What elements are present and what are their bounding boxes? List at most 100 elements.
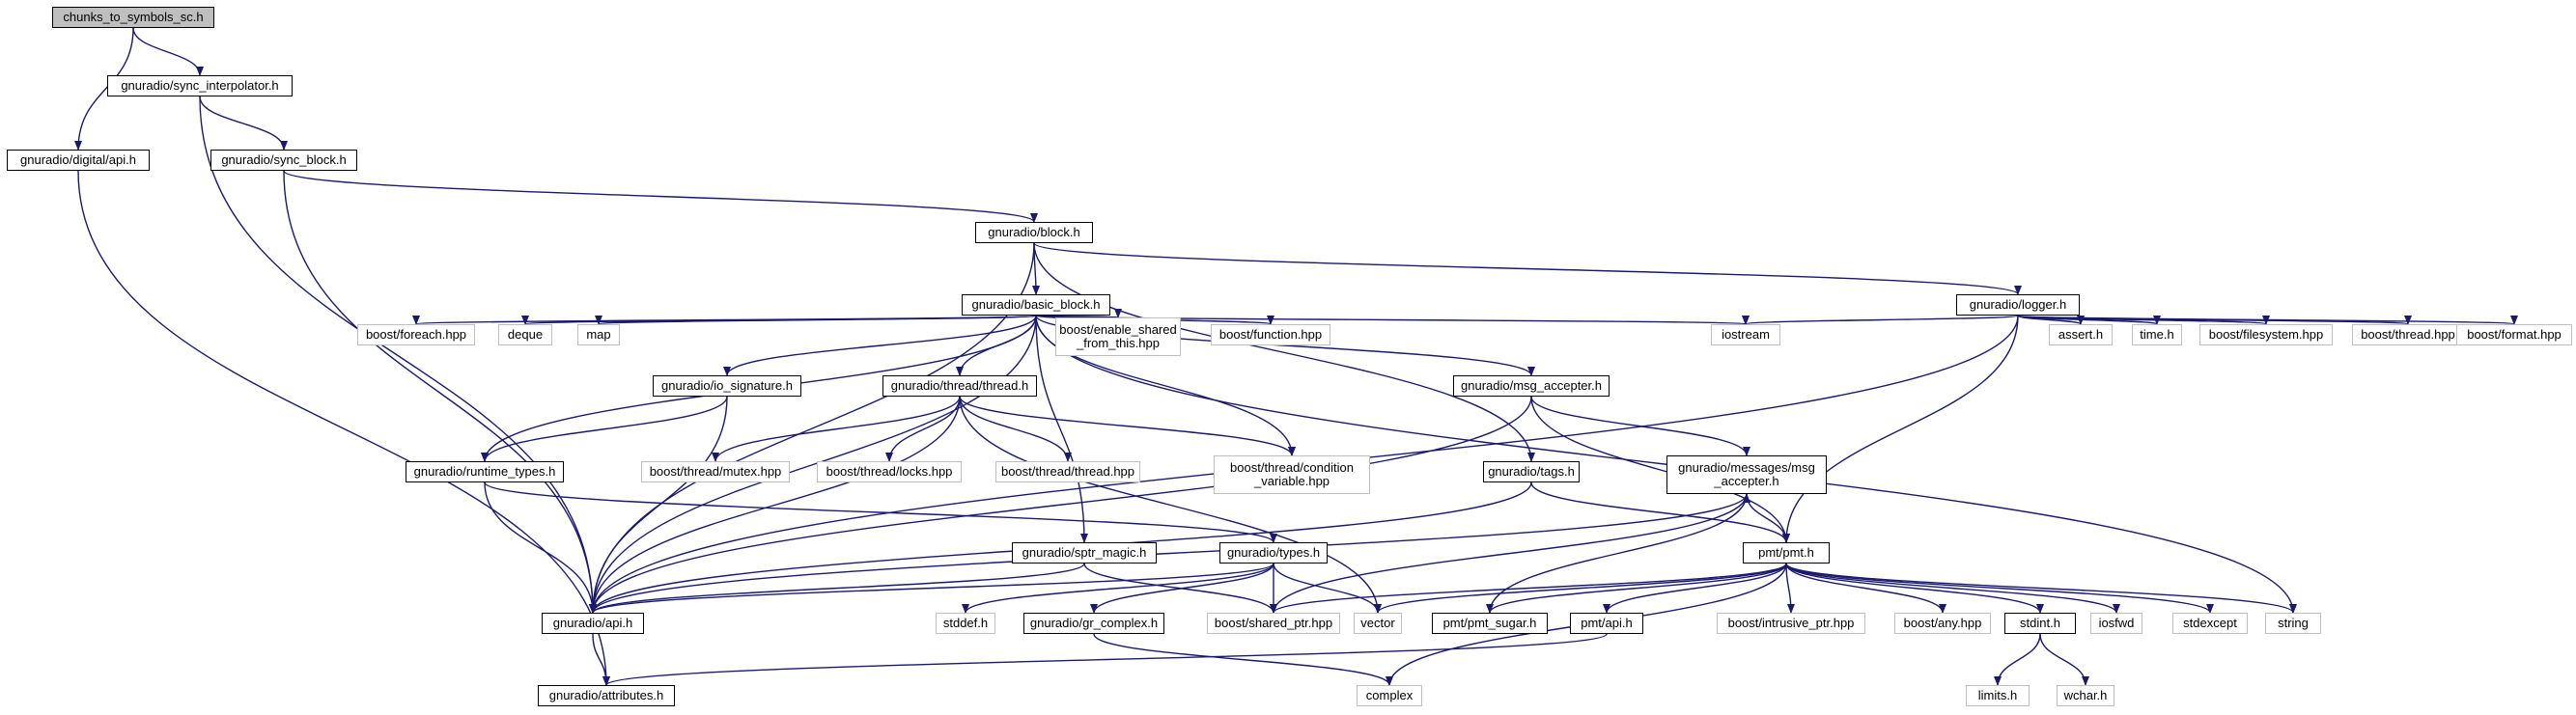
node-label: pmt/api.h bbox=[1581, 616, 1633, 630]
edge-pmt-to-stdexcept bbox=[1785, 563, 2214, 614]
node-label: stdexcept bbox=[2183, 616, 2237, 630]
edge-basic_block-to-map bbox=[595, 315, 1037, 325]
edge-thread_h-to-vector bbox=[959, 396, 1382, 614]
node-assert: assert.h bbox=[2049, 324, 2113, 345]
node-sync-interp[interactable]: gnuradio/sync_interpolator.h bbox=[107, 75, 293, 96]
node-label: gnuradio/gr_complex.h bbox=[1029, 616, 1159, 630]
node-pmt[interactable]: pmt/pmt.h bbox=[1743, 542, 1830, 564]
node-thread-h[interactable]: gnuradio/thread/thread.h bbox=[882, 375, 1037, 397]
node-label: gnuradio/types.h bbox=[1226, 545, 1321, 560]
edge-digital_api-to-attributes bbox=[77, 170, 610, 686]
node-string: string bbox=[2265, 613, 2321, 634]
node-label: boost/thread.hpp bbox=[2361, 327, 2455, 342]
node-label: chunks_to_symbols_sc.h bbox=[63, 10, 204, 24]
node-label: gnuradio/tags.h bbox=[1488, 464, 1575, 479]
edge-pmt-to-vector bbox=[1374, 563, 1787, 614]
edge-pmt_sugar-to-msgs_acc bbox=[1489, 493, 1750, 614]
node-format: boost/format.hpp bbox=[2456, 324, 2572, 345]
node-label: stddef.h bbox=[942, 616, 989, 630]
node-stdint[interactable]: stdint.h bbox=[2004, 613, 2076, 634]
edge-basic_block-to-sptr_magic bbox=[1035, 315, 1088, 543]
node-label: iostream bbox=[1722, 327, 1770, 342]
edge-basic_block-to-io_sig bbox=[723, 315, 1037, 376]
edge-basic_block-to-iostream bbox=[1035, 315, 1749, 325]
node-mutex: boost/thread/mutex.hpp bbox=[641, 461, 790, 482]
edge-thread_h-to-mutex bbox=[712, 396, 961, 462]
node-bthread: boost/thread.hpp bbox=[2352, 324, 2464, 345]
node-label: boost/thread/condition _variable.hpp bbox=[1230, 460, 1354, 488]
edge-io_sig-to-runtime_types bbox=[481, 396, 728, 462]
edge-sptr_magic-to-gr_api bbox=[589, 563, 1085, 614]
node-label: string bbox=[2278, 616, 2309, 630]
edge-pmt-to-pmt_api bbox=[1603, 563, 1787, 614]
node-intrusive: boost/intrusive_ptr.hpp bbox=[1717, 613, 1865, 634]
edge-logger-to-pmt bbox=[1782, 315, 2019, 543]
edge-basic_block-to-gr_api bbox=[589, 315, 1037, 614]
node-label: pmt/pmt_sugar.h bbox=[1442, 616, 1537, 630]
node-any: boost/any.hpp bbox=[1894, 613, 1991, 634]
node-enable-shared: boost/enable_shared _from_this.hpp bbox=[1055, 317, 1181, 356]
node-label: boost/format.hpp bbox=[2467, 327, 2562, 342]
edge-thread_h-to-gr_api bbox=[589, 396, 961, 614]
node-label: iosfwd bbox=[2098, 616, 2135, 630]
node-logger[interactable]: gnuradio/logger.h bbox=[1956, 294, 2080, 316]
edge-tags-to-pmt bbox=[1530, 481, 1790, 543]
node-vector: vector bbox=[1354, 613, 1402, 634]
edge-pmt-to-any bbox=[1785, 563, 1946, 614]
node-label: time.h bbox=[2140, 327, 2174, 342]
node-label: pmt/pmt.h bbox=[1758, 545, 1814, 560]
node-label: gnuradio/runtime_types.h bbox=[413, 464, 556, 479]
node-label: gnuradio/messages/msg _accepter.h bbox=[1678, 460, 1815, 488]
node-gr-api[interactable]: gnuradio/api.h bbox=[542, 613, 644, 634]
node-bthread-thread: boost/thread/thread.hpp bbox=[995, 461, 1140, 482]
node-tags[interactable]: gnuradio/tags.h bbox=[1483, 461, 1580, 482]
edge-pmt-to-pmt_sugar bbox=[1486, 563, 1787, 614]
node-sync-block[interactable]: gnuradio/sync_block.h bbox=[210, 150, 357, 171]
node-pmt-sugar[interactable]: pmt/pmt_sugar.h bbox=[1432, 613, 1548, 634]
node-gr-complex[interactable]: gnuradio/gr_complex.h bbox=[1023, 613, 1164, 634]
node-basic-block[interactable]: gnuradio/basic_block.h bbox=[962, 294, 1110, 316]
node-label: boost/shared_ptr.hpp bbox=[1214, 616, 1333, 630]
node-sptr-magic[interactable]: gnuradio/sptr_magic.h bbox=[1012, 542, 1157, 564]
node-pmt-api[interactable]: pmt/api.h bbox=[1570, 613, 1643, 634]
node-block[interactable]: gnuradio/block.h bbox=[975, 222, 1093, 243]
node-label: gnuradio/attributes.h bbox=[548, 688, 664, 702]
node-wchar: wchar.h bbox=[2057, 685, 2114, 706]
node-label: boost/foreach.hpp bbox=[365, 327, 467, 342]
edge-logger-to-iostream bbox=[1742, 315, 2019, 325]
node-label: boost/any.hpp bbox=[1903, 616, 1982, 630]
node-runtime-types[interactable]: gnuradio/runtime_types.h bbox=[406, 461, 564, 482]
edge-block-to-logger bbox=[1033, 242, 2022, 295]
node-label: gnuradio/api.h bbox=[552, 616, 633, 630]
edge-sync_block-to-gr_api bbox=[283, 170, 597, 614]
edge-pmt-to-intrusive bbox=[1785, 563, 1795, 614]
edge-msg_acc-to-pmt bbox=[1530, 396, 1790, 543]
node-deque: deque bbox=[498, 324, 552, 345]
node-attributes[interactable]: gnuradio/attributes.h bbox=[538, 685, 675, 706]
edge-stdint-to-wchar bbox=[2039, 633, 2089, 686]
edge-thread_h-to-condvar bbox=[959, 396, 1296, 456]
edge-io_sig-to-gr_api bbox=[589, 396, 728, 614]
node-types[interactable]: gnuradio/types.h bbox=[1219, 542, 1328, 564]
node-io-sig[interactable]: gnuradio/io_signature.h bbox=[653, 375, 801, 397]
node-msgs-acc[interactable]: gnuradio/messages/msg _accepter.h bbox=[1666, 455, 1827, 494]
edge-sync_interp-to-gr_api bbox=[199, 96, 597, 614]
edge-runtime_types-to-types bbox=[484, 481, 1277, 543]
node-label: boost/enable_shared _from_this.hpp bbox=[1059, 322, 1177, 350]
edge-gr_complex-to-complex bbox=[1093, 633, 1393, 686]
node-label: limits.h bbox=[1977, 688, 2018, 702]
node-label: wchar.h bbox=[2063, 688, 2108, 702]
edge-pmt-to-stdint bbox=[1785, 563, 2044, 614]
node-label: vector bbox=[1360, 616, 1395, 630]
edge-stdint-to-limits bbox=[1994, 633, 2041, 686]
node-stddef: stddef.h bbox=[936, 613, 995, 634]
node-label: map bbox=[586, 327, 611, 342]
node-label: gnuradio/io_signature.h bbox=[661, 378, 793, 393]
edge-msg_acc-to-gr_api bbox=[589, 396, 1532, 614]
node-label: boost/function.hpp bbox=[1218, 327, 1323, 342]
node-label: stdint.h bbox=[2020, 616, 2060, 630]
edge-block-to-tags bbox=[1033, 242, 1535, 462]
node-digital-api[interactable]: gnuradio/digital/api.h bbox=[7, 150, 150, 171]
node-msg-acc[interactable]: gnuradio/msg_accepter.h bbox=[1453, 375, 1610, 397]
